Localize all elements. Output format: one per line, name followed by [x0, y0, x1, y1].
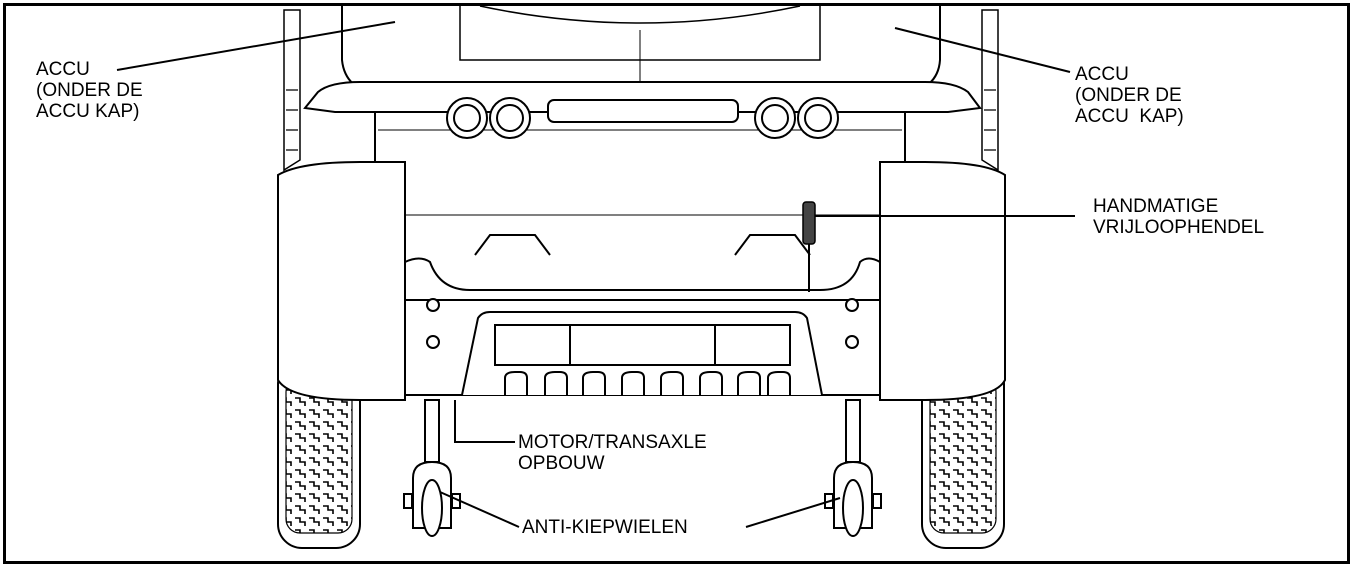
right-anti-tip-wheel [824, 399, 882, 537]
anti-tip-wheels-label: ANTI-KIEPWIELEN [522, 517, 688, 538]
battery-right-label: ACCU (ONDER DE ACCU KAP) [1075, 64, 1184, 127]
right-rear-tire [921, 359, 1005, 549]
left-anti-tip-wheel [403, 399, 461, 537]
battery-left-label: ACCU (ONDER DE ACCU KAP) [36, 59, 143, 122]
right-fender [879, 161, 1006, 401]
freewheel-lever-label: HANDMATIGE VRIJLOOPHENDEL [1093, 196, 1265, 238]
motor-transaxle-housing [461, 311, 823, 396]
push-handle [404, 234, 881, 301]
freewheel-lever [802, 201, 816, 292]
leader-lines [116, 21, 1075, 528]
frame-bolts [426, 298, 859, 349]
rear-lights [446, 97, 839, 139]
left-rear-tire [277, 359, 361, 549]
left-fender [277, 161, 406, 401]
seat-back [341, 5, 941, 96]
motor-transaxle-label: MOTOR/TRANSAXLE OPBOUW [518, 432, 707, 474]
